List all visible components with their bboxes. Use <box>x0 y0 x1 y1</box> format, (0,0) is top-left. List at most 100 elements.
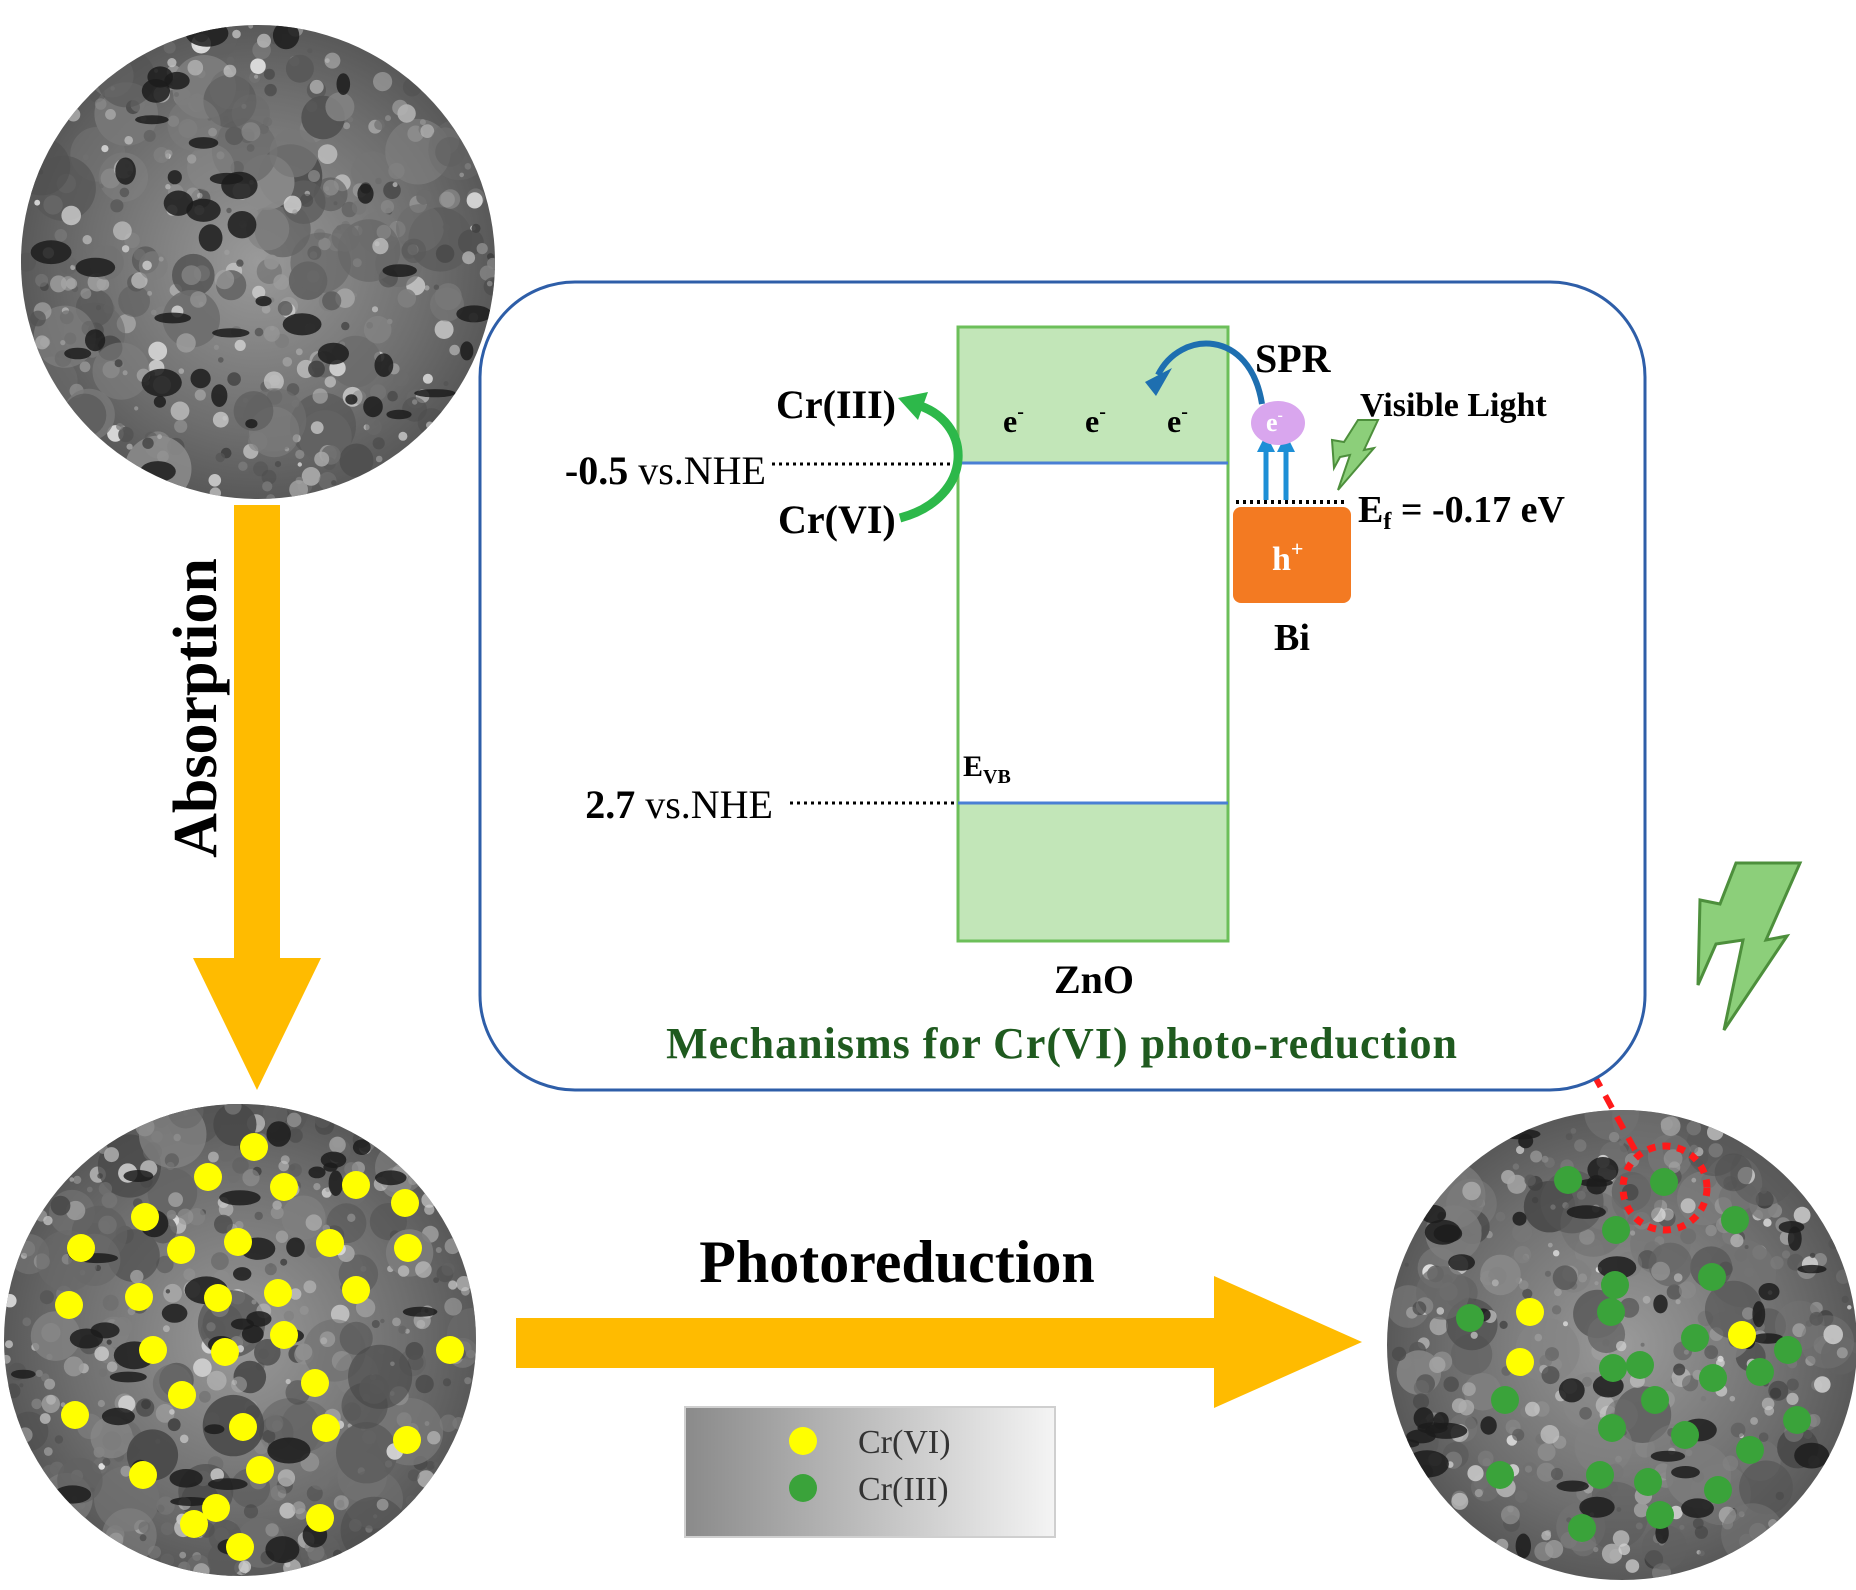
cr6-dot <box>270 1321 298 1349</box>
cr3-dot <box>1698 1263 1726 1291</box>
photoreduction-label: Photoreduction <box>699 1229 1095 1295</box>
zno-label: ZnO <box>1054 957 1134 1002</box>
cr3-dot <box>1554 1166 1582 1194</box>
cr6-dot <box>67 1234 95 1262</box>
cr3-dot <box>1491 1386 1519 1414</box>
visible-light-label: Visible Light <box>1360 387 1547 424</box>
cr6-dot <box>180 1510 208 1538</box>
cr6-dot <box>202 1494 230 1522</box>
cr6-dot <box>211 1338 239 1366</box>
cr3-dot <box>1486 1461 1514 1489</box>
cr3-dot <box>1602 1216 1630 1244</box>
cr6-dot <box>1728 1321 1756 1349</box>
cr3-dot <box>1634 1468 1662 1496</box>
cr6-dot <box>394 1234 422 1262</box>
photoreduction-arrow <box>516 1276 1362 1408</box>
cr3-dot <box>1641 1386 1669 1414</box>
electron-transfer-arrow-icon <box>1145 340 1265 405</box>
hole-label: h+ <box>1272 536 1303 578</box>
cb-electrons: e- e- e- <box>1003 401 1188 439</box>
cr3-dot <box>1699 1364 1727 1392</box>
cr6-dot <box>312 1414 340 1442</box>
cr3-dot <box>1746 1358 1774 1386</box>
cr6-dot <box>240 1133 268 1161</box>
absorption-label: Absorption <box>162 558 230 858</box>
cr3-dot <box>1626 1351 1654 1379</box>
cr6-dot <box>270 1173 298 1201</box>
bi-label: Bi <box>1274 617 1310 659</box>
cr3-dot <box>1456 1304 1484 1332</box>
bi-block <box>1233 507 1351 603</box>
spr-electron-bubble <box>1251 401 1305 445</box>
vb-potential-label: 2.7 vs.NHE <box>585 782 773 827</box>
zno-band-structure <box>956 325 1230 943</box>
cr3-dot <box>1601 1271 1629 1299</box>
legend: Cr(VI) Cr(III) <box>684 1406 1056 1538</box>
absorption-arrow <box>193 505 321 1090</box>
cr6-dot <box>342 1171 370 1199</box>
cr6-dot <box>316 1229 344 1257</box>
cr6-dot <box>61 1401 89 1429</box>
cr6-dot <box>204 1284 232 1312</box>
cr6-dot <box>306 1504 334 1532</box>
cr3-dot <box>1597 1298 1625 1326</box>
cr6-dot <box>129 1461 157 1489</box>
cr3-dot <box>1774 1336 1802 1364</box>
cr3-dot <box>1599 1354 1627 1382</box>
spr-label: SPR <box>1255 336 1332 381</box>
legend-swatch-cr3 <box>789 1474 817 1502</box>
zno-box <box>956 325 1230 943</box>
mechanism-panel: e- e- e- -0.5 vs.NHE 2.7 vs.NHE EVB Cr(I… <box>478 280 1647 1092</box>
vb-edge-label: EVB <box>963 750 1011 788</box>
cr3-dot <box>1598 1414 1626 1442</box>
cr6-dot <box>342 1276 370 1304</box>
cr6-dot <box>131 1203 159 1231</box>
cr3-dot <box>1586 1461 1614 1489</box>
cr6-dot <box>1506 1348 1534 1376</box>
cr6-dot <box>393 1426 421 1454</box>
redox-arrow-icon <box>898 392 963 523</box>
cr6-dot <box>194 1163 222 1191</box>
spr-excitation-arrows-icon <box>1257 434 1295 500</box>
sem-image-reduced <box>1387 1073 1856 1580</box>
cr3-dot <box>1646 1501 1674 1529</box>
legend-swatch-cr6 <box>789 1427 817 1455</box>
panel-title: Mechanisms for Cr(VI) photo-reduction <box>666 1019 1458 1068</box>
cr6-dots-adsorbed <box>55 1133 464 1561</box>
sem-image-adsorbed <box>4 1104 476 1576</box>
cr6-dot <box>264 1279 292 1307</box>
cr6-dot <box>167 1236 195 1264</box>
cr6-dot <box>226 1533 254 1561</box>
cr6-dot <box>125 1283 153 1311</box>
cr6-dot <box>229 1413 257 1441</box>
cr6-dot <box>246 1456 274 1484</box>
cr6-dot <box>391 1189 419 1217</box>
cr3-dot <box>1721 1206 1749 1234</box>
cr3-dot <box>1681 1324 1709 1352</box>
cr3-dot <box>1671 1421 1699 1449</box>
electron-1: e- <box>1003 401 1024 439</box>
visible-light-bolt-large-icon <box>1696 861 1803 1031</box>
cr6-dot <box>1516 1298 1544 1326</box>
cr3-dot <box>1568 1514 1596 1542</box>
cr-dots-reduced <box>1456 1166 1811 1542</box>
cr3-dot <box>1704 1476 1732 1504</box>
cr6-label: Cr(VI) <box>778 497 896 542</box>
cr3-dot <box>1650 1168 1678 1196</box>
cr3-dot <box>1736 1436 1764 1464</box>
electron-2: e- <box>1085 401 1106 439</box>
cr6-dot <box>139 1336 167 1364</box>
visible-light-bolt-small-icon <box>1330 419 1380 491</box>
cr6-dot <box>301 1369 329 1397</box>
electron-3: e- <box>1167 401 1188 439</box>
cr6-dot <box>55 1291 83 1319</box>
highlight-circle <box>1619 1142 1711 1234</box>
fermi-level-label: Ef = -0.17 eV <box>1358 489 1566 535</box>
valence-band <box>958 803 1228 941</box>
legend-label-cr3: Cr(III) <box>858 1471 949 1508</box>
cr6-dot <box>436 1336 464 1364</box>
cr3-label: Cr(III) <box>776 382 896 427</box>
legend-label-cr6: Cr(VI) <box>858 1424 951 1461</box>
spr-electron-label: e- <box>1266 407 1283 437</box>
cb-potential-label: -0.5 vs.NHE <box>565 448 766 493</box>
